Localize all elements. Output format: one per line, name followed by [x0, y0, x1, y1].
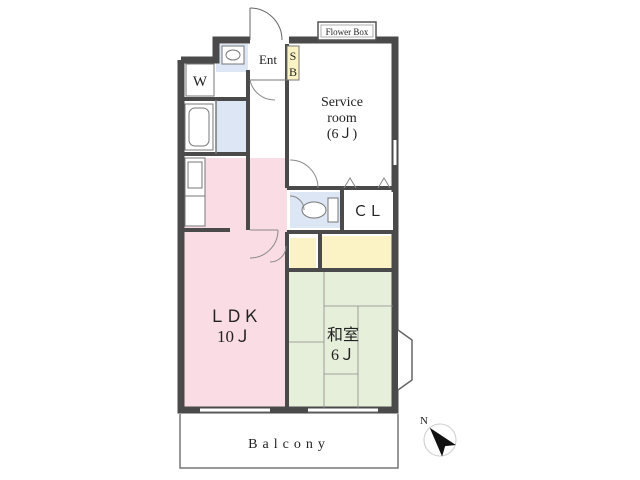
kitchen-counter — [184, 157, 206, 227]
washer-label: W — [193, 74, 208, 90]
flower-box-label: Flower Box — [326, 27, 369, 37]
service-room-door[interactable] — [289, 159, 319, 189]
ldk-door[interactable] — [249, 229, 279, 259]
tatami-lines — [289, 272, 393, 408]
toilet — [301, 197, 339, 223]
closet-cl — [344, 192, 393, 230]
north-arrow-icon — [423, 423, 457, 457]
wash-basin — [221, 45, 245, 65]
ldk-label: ＬＤＫ — [209, 307, 260, 326]
washitsu-size: 6Ｊ — [331, 347, 355, 364]
north-label: N — [420, 415, 428, 427]
shoe-box-label-s: S — [290, 49, 297, 63]
entrance-label: Ent — [259, 52, 277, 67]
shoe-box-label-b: B — [289, 65, 297, 79]
bay-window — [397, 329, 413, 391]
shoe-box — [286, 45, 300, 81]
balcony-label: Balcony — [248, 437, 330, 452]
washitsu-floor — [287, 270, 395, 410]
entrance-inner-door[interactable] — [249, 79, 276, 101]
closet-doors[interactable] — [343, 177, 391, 189]
corridor-door-2[interactable] — [269, 245, 287, 263]
washer-space — [185, 63, 215, 97]
balcony — [179, 414, 399, 469]
closet-floor — [322, 236, 395, 270]
service-room-label-2: room — [327, 111, 357, 126]
bathtub — [184, 103, 214, 151]
flower-box: Flower Box — [317, 21, 377, 41]
closet-label: ＣＬ — [353, 204, 383, 220]
bath-floor — [216, 100, 248, 152]
service-room-label-3: (6Ｊ) — [327, 127, 358, 142]
washitsu-label: 和室 — [327, 326, 359, 344]
toilet-door[interactable] — [289, 195, 305, 211]
service-room-label-1: Service — [321, 95, 363, 110]
entrance-door[interactable] — [249, 7, 283, 41]
closet-small-floor — [290, 238, 316, 268]
ldk-size: 10Ｊ — [217, 327, 251, 346]
